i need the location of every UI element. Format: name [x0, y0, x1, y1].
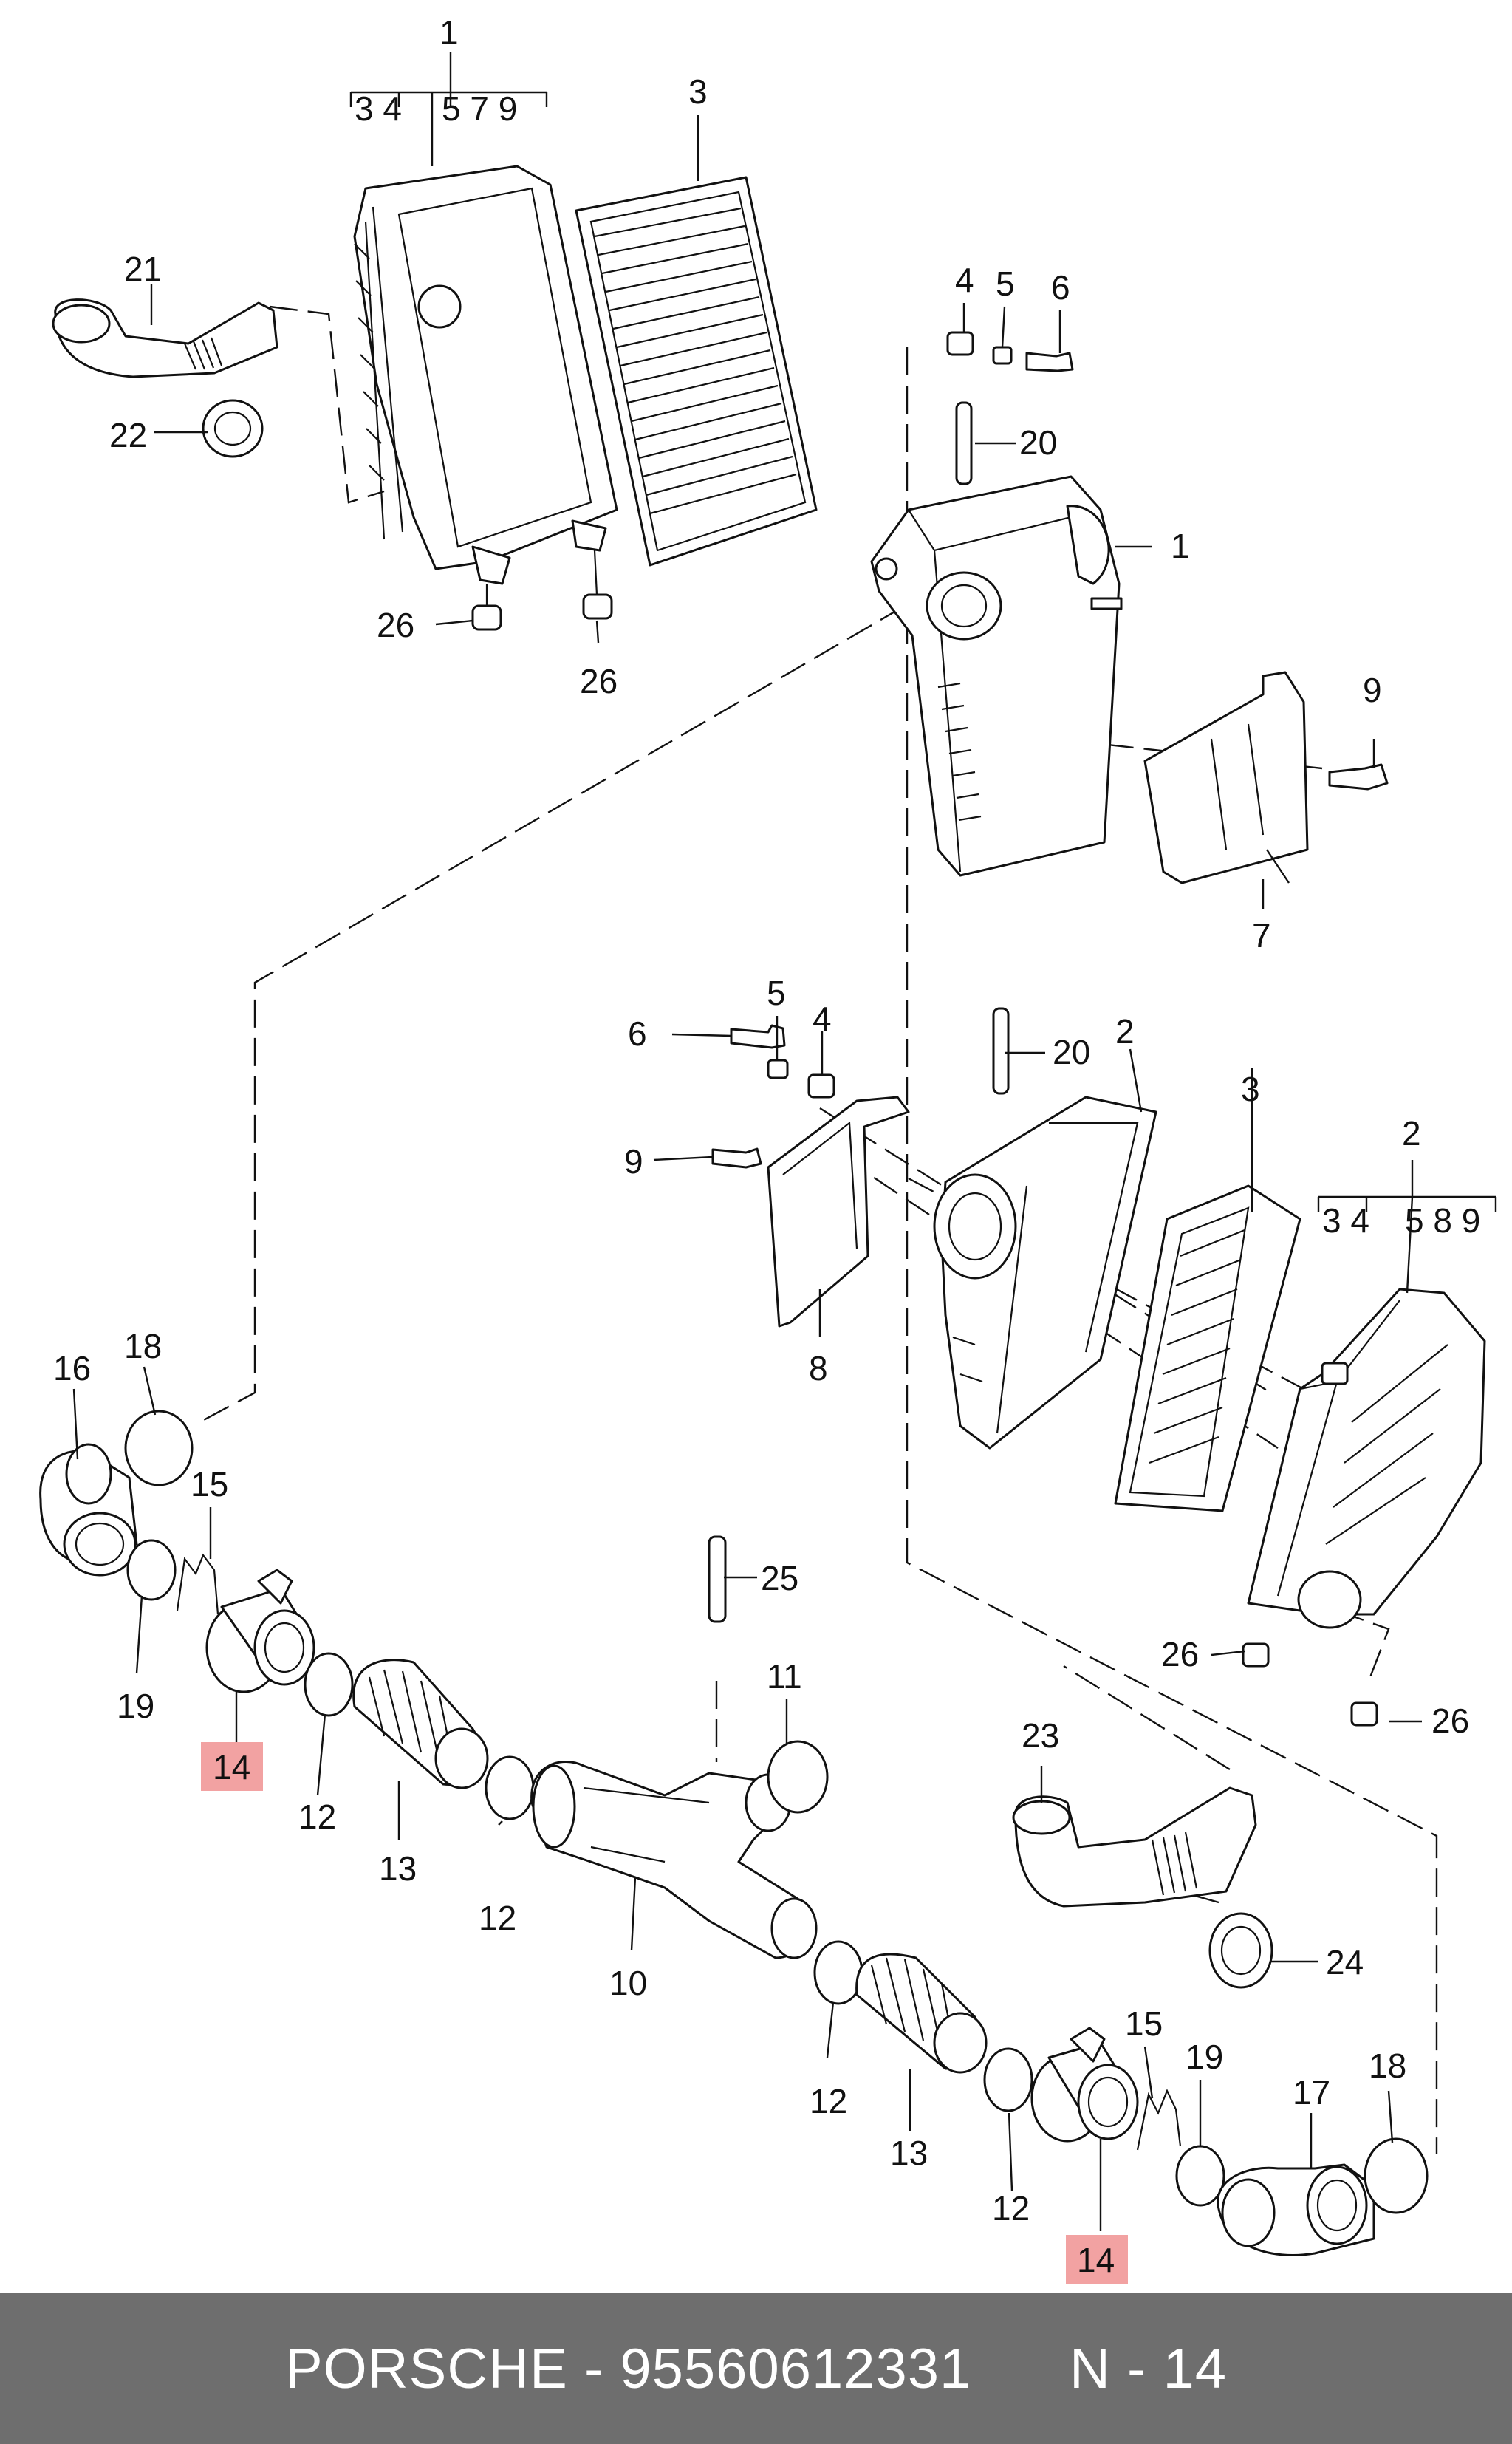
label-8: 8	[809, 1349, 828, 1387]
label-25: 25	[761, 1559, 798, 1597]
label-2-b: 2	[1402, 1114, 1421, 1153]
label-12-a: 12	[298, 1798, 336, 1836]
intake-duct-23	[1012, 1786, 1273, 1989]
label-15-a: 15	[191, 1465, 228, 1503]
hose-clamp-12-b	[485, 1755, 535, 1820]
gasket-11	[767, 1740, 829, 1814]
y-pipe-10	[530, 1760, 818, 1959]
label-1-sub-a: 3 4	[355, 89, 402, 128]
hose-clamp-12-c	[813, 1940, 863, 2005]
label-1-top: 1	[439, 13, 459, 52]
air-mass-meter-14-b	[1030, 2027, 1139, 2143]
bellows-13-a	[352, 1659, 489, 1789]
callout-labels: 1 3 4 5 7 9 3 21 22 26 26 4 5 6 20 1 9 7…	[53, 13, 1480, 2279]
label-14-b: 14	[1077, 2241, 1115, 2279]
label-18-a: 18	[124, 1327, 162, 1365]
seal-ring-19-b	[1175, 2145, 1225, 2207]
label-4-a: 4	[955, 261, 974, 299]
label-19-a: 19	[117, 1687, 154, 1725]
label-22: 22	[109, 416, 147, 454]
gasket-18-b	[1364, 2137, 1429, 2214]
air-cleaner-housing-2-right	[1242, 1288, 1486, 1727]
footer-separator: -	[567, 2337, 620, 2400]
label-13-b: 13	[890, 2134, 928, 2172]
heat-shield-7	[1143, 671, 1389, 884]
label-14-a: 14	[213, 1748, 250, 1786]
intake-duct-21	[52, 298, 278, 458]
air-mass-meter-14-a	[205, 1569, 315, 1693]
bellows-13-b	[855, 1953, 988, 2074]
label-26-a: 26	[377, 606, 414, 644]
label-20-b: 20	[1053, 1033, 1090, 1071]
parts-diagram: 1 3 4 5 7 9 3 21 22 26 26 4 5 6 20 1 9 7…	[39, 13, 1497, 2284]
intake-elbow-16	[39, 1443, 138, 1577]
label-9-b: 9	[624, 1142, 643, 1181]
leader-lines	[72, 52, 1497, 2231]
air-box-right	[870, 475, 1123, 877]
air-cleaner-housing-top	[353, 165, 618, 631]
bracket-8	[767, 1096, 910, 1328]
fasteners-top	[946, 331, 1074, 485]
highlight-box-14-b	[1066, 2235, 1128, 2284]
label-6-a: 6	[1051, 268, 1070, 307]
footer-gap	[971, 2337, 1070, 2401]
intake-elbow-17	[1217, 2163, 1375, 2256]
label-21: 21	[124, 250, 162, 288]
clip-15-b	[1136, 2089, 1182, 2151]
seal-ring-19-a	[126, 1539, 177, 1601]
label-1-right: 1	[1171, 527, 1190, 565]
hose-clamp-12-a	[304, 1652, 354, 1717]
bolt-25	[708, 1535, 727, 1623]
label-20-a: 20	[1019, 423, 1057, 462]
label-10: 10	[609, 1964, 647, 2002]
label-7: 7	[1252, 916, 1271, 955]
footer-bar: PORSCHE - 95560612331 N - 14	[0, 2293, 1512, 2444]
label-2-a: 2	[1115, 1012, 1135, 1051]
air-cleaner-housing-2-left	[933, 1096, 1157, 1450]
label-3-top: 3	[688, 72, 708, 111]
label-6-b: 6	[628, 1014, 647, 1053]
label-12-c: 12	[810, 2082, 847, 2120]
label-2-sub-a: 3 4	[1322, 1201, 1369, 1240]
footer-ref-label: N - 14	[1070, 2337, 1227, 2400]
label-5-b: 5	[767, 974, 786, 1012]
hose-clamp-12-d	[983, 2047, 1033, 2112]
label-16: 16	[53, 1349, 91, 1387]
label-9-a: 9	[1363, 671, 1382, 709]
label-3-b: 3	[1241, 1070, 1260, 1108]
clip-15-a	[176, 1553, 219, 1615]
label-26-b: 26	[580, 662, 618, 700]
label-26-d: 26	[1431, 1701, 1469, 1740]
label-5-a: 5	[996, 264, 1015, 303]
label-23: 23	[1022, 1716, 1059, 1755]
label-12-b: 12	[479, 1899, 516, 1937]
label-13-a: 13	[379, 1849, 417, 1888]
label-12-d: 12	[992, 2189, 1030, 2228]
label-4-b: 4	[813, 1000, 832, 1038]
gasket-18-a	[124, 1410, 194, 1486]
label-19-b: 19	[1186, 2038, 1223, 2076]
footer-brand: PORSCHE	[284, 2337, 568, 2400]
air-filter-element-middle	[1114, 1184, 1301, 1512]
label-15-b: 15	[1125, 2004, 1163, 2043]
footer-part-number: 95560612331	[620, 2337, 972, 2400]
label-26-c: 26	[1161, 1635, 1199, 1673]
label-1-sub-b: 5 7 9	[442, 89, 517, 128]
label-17: 17	[1293, 2073, 1330, 2112]
label-24: 24	[1326, 1943, 1364, 1982]
label-2-sub-b: 5 8 9	[1405, 1201, 1480, 1240]
fasteners-middle	[711, 1007, 1010, 1169]
label-11: 11	[767, 1657, 802, 1696]
air-filter-element-top	[575, 176, 818, 567]
label-18-b: 18	[1369, 2047, 1406, 2085]
highlight-box-14-a	[201, 1742, 263, 1791]
